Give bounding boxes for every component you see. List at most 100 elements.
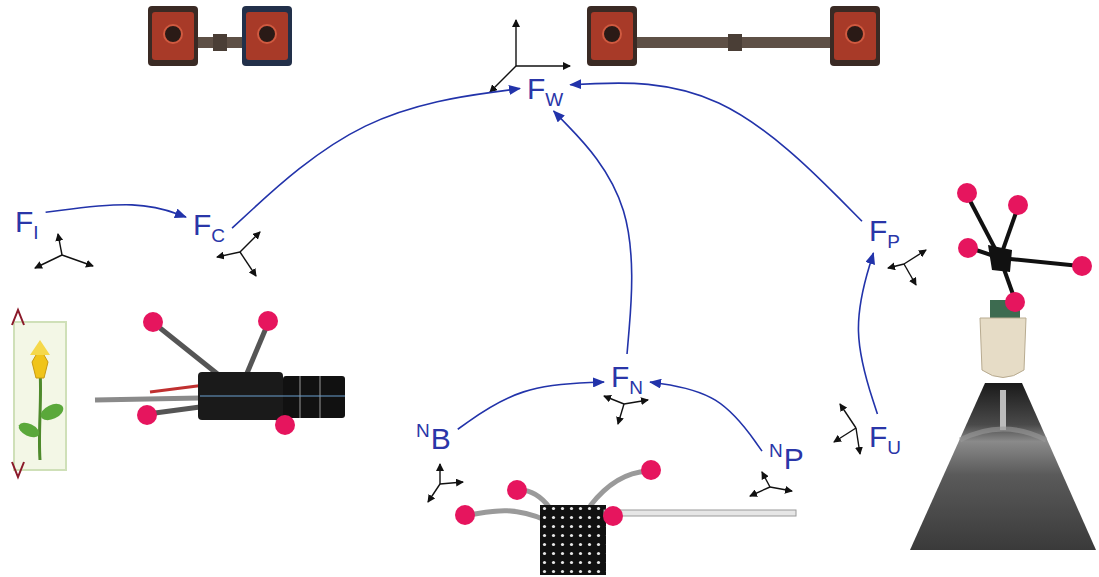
frame-letter: F <box>193 208 211 241</box>
frame-superscript: N <box>416 420 430 441</box>
picture-card <box>14 322 66 470</box>
petal <box>30 340 50 355</box>
axis <box>35 255 62 268</box>
marker-ball <box>1005 292 1025 312</box>
camera-body <box>830 6 880 66</box>
axis <box>624 400 648 404</box>
leaf <box>16 420 41 440</box>
camera-lens <box>164 25 182 43</box>
camera-face <box>246 12 288 60</box>
camera-lens <box>258 25 276 43</box>
marker-ball <box>137 405 157 425</box>
frame-name: FU <box>869 420 901 453</box>
frame-letter: F <box>869 420 887 453</box>
tool-board <box>540 505 606 575</box>
camera-body <box>242 6 292 66</box>
tracking-camera <box>587 6 880 66</box>
frame-subscript: I <box>33 222 38 243</box>
transform-arrow <box>650 382 762 451</box>
axis <box>490 66 516 92</box>
pointer-rod <box>604 510 796 516</box>
axis <box>856 428 860 454</box>
frame-name: FW <box>527 72 563 105</box>
transform-arrow <box>46 205 186 217</box>
axis <box>439 464 440 484</box>
frame-letter: B <box>431 422 451 455</box>
frame-axes <box>35 20 926 502</box>
frame-letter: P <box>784 442 804 475</box>
camera-lens <box>283 376 345 418</box>
lens-ring <box>299 376 301 418</box>
transform-arrow <box>858 253 877 414</box>
frame-label: FP <box>866 212 903 249</box>
camera-axis <box>200 396 345 397</box>
ultrasound-image <box>908 382 1098 552</box>
frame-subscript: W <box>545 89 563 110</box>
axis <box>428 484 440 502</box>
image-ground <box>908 382 1098 552</box>
frame-label: NP <box>766 440 807 477</box>
frame-name: FI <box>15 205 39 238</box>
axis <box>904 264 916 285</box>
marker-ball <box>275 415 295 435</box>
marker-ball <box>603 506 623 526</box>
camera-body <box>148 6 198 66</box>
frame-name: FN <box>611 360 643 393</box>
frame-label: FI <box>12 203 42 240</box>
marker-ball <box>143 312 163 332</box>
flower-picture <box>12 310 66 477</box>
axis <box>618 404 624 424</box>
marker-ball <box>957 183 977 203</box>
cable <box>150 385 205 392</box>
corner-mark <box>12 462 24 477</box>
transform-arrow <box>570 83 862 221</box>
marker-arms <box>967 195 1080 300</box>
frame-label: FN <box>608 358 646 395</box>
camera-face <box>834 12 876 60</box>
frame-subscript: N <box>629 377 643 398</box>
transform-arrow <box>458 382 604 429</box>
marker-ball <box>1008 195 1028 215</box>
marker-ball <box>455 505 475 525</box>
axis <box>762 472 770 487</box>
axis <box>58 234 62 255</box>
leaf <box>38 401 66 424</box>
corner-mark <box>12 310 24 325</box>
axis <box>240 252 256 276</box>
axis <box>770 487 792 491</box>
camera-lens <box>603 25 621 43</box>
transform-arrow <box>232 89 520 229</box>
marker-arm <box>590 471 648 506</box>
ultrasound-fan <box>910 383 1096 550</box>
frame-name: NP <box>769 442 804 475</box>
marker-arms <box>155 328 282 420</box>
frame-subscript: U <box>887 437 901 458</box>
marker-ball <box>258 311 278 331</box>
frame-label: NB <box>413 420 454 457</box>
tracked-pointer <box>455 460 796 575</box>
axis <box>904 250 926 264</box>
marker-ball <box>641 460 661 480</box>
frame-label: FW <box>524 70 566 107</box>
transform-arrow <box>554 111 632 354</box>
marker-ball <box>1072 256 1092 276</box>
tissue-echo <box>960 429 1046 440</box>
camera-body <box>587 6 637 66</box>
marker-ball <box>507 480 527 500</box>
stem <box>39 370 40 460</box>
tracked-camera <box>95 311 345 435</box>
axis <box>62 255 93 266</box>
probe-body <box>980 318 1026 378</box>
bar-joint <box>213 34 227 51</box>
axis <box>888 264 904 268</box>
bar-joint <box>728 34 742 51</box>
axis <box>840 404 856 428</box>
camera-face <box>591 12 633 60</box>
frame-name: NB <box>416 422 451 455</box>
needle-echo <box>1000 390 1006 430</box>
frame-name: FP <box>869 214 900 247</box>
frame-superscript: N <box>769 440 783 461</box>
